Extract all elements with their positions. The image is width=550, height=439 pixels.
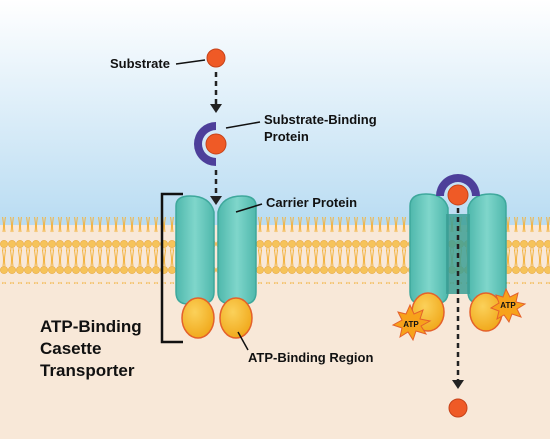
arrow-head-1	[210, 104, 222, 113]
binding-protein-right	[436, 174, 480, 196]
carrier-protein-label: Carrier Protein	[266, 195, 357, 210]
leader-binding-protein	[225, 121, 261, 129]
leader-atp-region	[237, 331, 249, 351]
atp-binding-region-left	[181, 297, 253, 339]
substrate-bound	[205, 133, 227, 155]
atp-burst-right: ATP	[489, 287, 527, 324]
title-line-1: ATP-Binding	[40, 317, 142, 336]
atp-binding-region-label: ATP-Binding Region	[248, 350, 373, 365]
atp-burst-left: ATP	[391, 303, 432, 342]
title-line-2: Casette	[40, 339, 101, 358]
substrate-label: Substrate	[110, 56, 170, 71]
substrate-binding-protein-label-1: Substrate-Binding	[264, 112, 377, 127]
substrate-released	[448, 398, 468, 418]
atp-left-label: ATP	[403, 320, 419, 329]
carrier-protein-left-transporter	[175, 195, 257, 305]
transporter-bracket	[160, 192, 183, 344]
arrow-head-3	[452, 380, 464, 389]
substrate-binding-protein-label-2: Protein	[264, 129, 309, 144]
leader-carrier-protein	[235, 203, 263, 213]
substrate-binding-protein	[194, 122, 216, 166]
title-line-3: Transporter	[40, 361, 135, 380]
atp-right-label: ATP	[500, 301, 516, 310]
leader-substrate	[175, 59, 206, 65]
arrow-head-2	[210, 196, 222, 205]
substrate-free	[206, 48, 226, 68]
substrate-in-channel	[447, 184, 469, 206]
carrier-protein-right-transporter	[409, 193, 507, 305]
